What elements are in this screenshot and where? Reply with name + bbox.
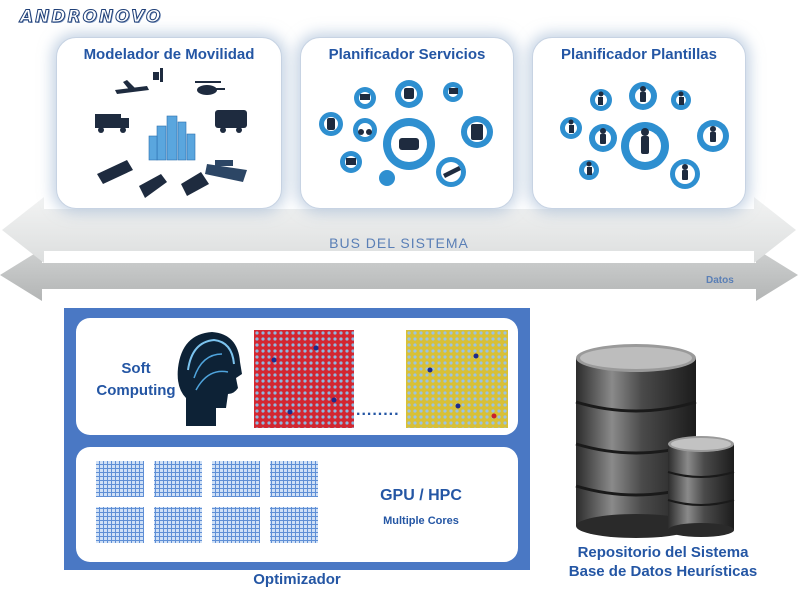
small-database-cylinder <box>667 436 735 537</box>
core-block <box>212 507 260 543</box>
person-icon <box>598 97 603 105</box>
repository-line-2: Base de Datos Heurísticas <box>568 563 758 580</box>
core-block <box>270 461 318 497</box>
airplane-icon <box>115 80 149 94</box>
card-movilidad: Modelador de Movilidad <box>56 37 282 209</box>
van-icon <box>346 158 356 165</box>
soft-computing-line-1: Soft <box>121 360 151 377</box>
andronovo-logo: ANDRONOVO <box>19 7 163 28</box>
continuation-dots: ........ <box>356 402 400 419</box>
card-plantillas: Planificador Plantillas <box>532 37 746 209</box>
system-bus <box>0 197 798 301</box>
ship-icon <box>139 174 167 198</box>
bus-label: BUS DEL SISTEMA <box>329 235 469 251</box>
card-plantillas-title: Planificador Plantillas <box>561 46 717 63</box>
card-servicios-title: Planificador Servicios <box>328 46 486 63</box>
person-icon <box>641 136 649 154</box>
core-block <box>270 507 318 543</box>
repository-line-1: Repositorio del Sistema <box>577 544 749 561</box>
soft-computing-line-2: Computing <box>96 382 176 399</box>
database-icon <box>575 344 735 538</box>
data-bus-arrow <box>2 197 796 263</box>
core-block <box>154 507 202 543</box>
satellite-icon <box>153 68 163 82</box>
particle-swarm-red <box>254 330 354 428</box>
signal-bus-label: Señalización <box>668 305 735 316</box>
staff-gear-network <box>560 82 729 189</box>
card-movilidad-title: Modelador de Movilidad <box>83 46 255 63</box>
train-icon <box>471 124 483 140</box>
data-bus-label: Datos <box>706 275 734 286</box>
person-icon <box>640 92 646 102</box>
core-block <box>154 461 202 497</box>
core-block <box>212 461 260 497</box>
soft-computing-label: Soft Computing <box>96 358 176 402</box>
helicopter-icon <box>195 81 225 95</box>
boat-icon <box>449 88 458 94</box>
services-gear-network <box>319 80 493 187</box>
core-block <box>96 461 144 497</box>
card-servicios: Planificador Servicios <box>300 37 514 209</box>
gpu-hpc-subtitle: Multiple Cores <box>383 515 459 527</box>
repository-label: Repositorio del Sistema Base de Datos He… <box>538 543 788 581</box>
cargo-ship-icon <box>181 172 209 196</box>
person-icon <box>679 97 684 105</box>
gpu-hpc-panel: GPU / HPC Multiple Cores <box>76 447 518 562</box>
multicore-grid-icon <box>96 461 318 543</box>
airplane-icon <box>443 166 461 178</box>
brain-head-icon <box>177 332 242 426</box>
person-icon <box>682 170 688 180</box>
person-icon <box>710 132 716 142</box>
tram-icon <box>327 118 335 130</box>
train-icon <box>97 160 133 184</box>
soft-computing-panel: Soft Computing ........ <box>76 318 518 435</box>
taxi-icon <box>399 138 419 150</box>
gpu-hpc-title: GPU / HPC <box>380 487 462 504</box>
transport-illustration <box>95 68 247 198</box>
bus-icon <box>215 110 247 133</box>
cruise-ship-icon <box>205 160 247 182</box>
signal-bus-arrow <box>0 249 798 301</box>
person-icon <box>587 167 592 175</box>
helicopter-icon <box>360 94 370 100</box>
optimizer-title: Optimizador <box>253 571 341 588</box>
core-block <box>96 507 144 543</box>
bus-icon <box>404 88 414 99</box>
person-icon <box>569 125 574 133</box>
city-icon <box>148 115 196 161</box>
truck-icon <box>95 114 129 133</box>
bicycle-icon <box>358 129 364 135</box>
person-icon <box>600 134 606 144</box>
particle-swarm-yellow <box>406 330 508 428</box>
gear-icon <box>379 170 395 186</box>
